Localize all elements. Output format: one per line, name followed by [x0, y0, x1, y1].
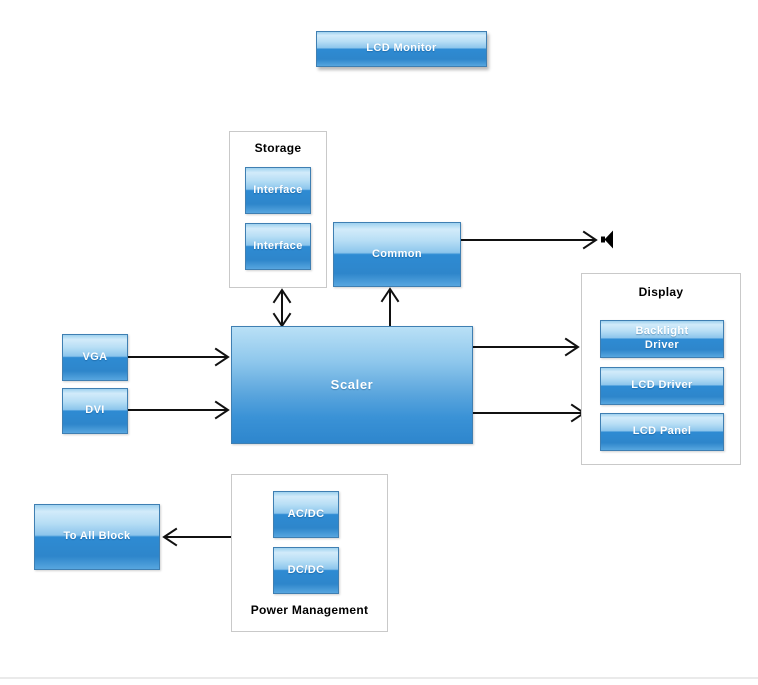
node-acdc[interactable]: AC/DC	[273, 491, 339, 538]
node-lcd-monitor[interactable]: LCD Monitor	[316, 31, 487, 67]
arrow-power-to-allblock	[162, 527, 232, 547]
node-vga[interactable]: VGA	[62, 334, 128, 381]
group-power-management[interactable]: AC/DC DC/DC Power Management	[231, 474, 388, 632]
node-to-all-block[interactable]: To All Block	[34, 504, 160, 570]
node-dvi[interactable]: DVI	[62, 388, 128, 434]
arrow-scaler-to-common	[380, 287, 400, 326]
group-storage[interactable]: Storage Interface Interface	[229, 131, 327, 288]
node-scaler[interactable]: Scaler	[231, 326, 473, 444]
speaker-icon	[601, 230, 613, 249]
arrow-scaler-to-lcdpanel	[473, 403, 586, 423]
group-power-title: Power Management	[250, 603, 369, 617]
group-storage-title: Storage	[254, 141, 302, 155]
arrow-vga-to-scaler	[127, 347, 230, 367]
group-display[interactable]: Display Backlight Driver LCD Driver LCD …	[581, 273, 741, 465]
arrow-scaler-to-backlight	[473, 337, 580, 357]
node-lcd-driver[interactable]: LCD Driver	[600, 367, 724, 405]
node-storage-interface-2[interactable]: Interface	[245, 223, 311, 270]
node-common[interactable]: Common	[333, 222, 461, 287]
bottom-divider	[0, 677, 758, 679]
node-storage-interface-1[interactable]: Interface	[245, 167, 311, 214]
group-display-title: Display	[638, 285, 684, 299]
arrow-storage-scaler-bidirectional	[272, 288, 292, 328]
arrow-common-to-speaker	[460, 230, 598, 250]
node-backlight-driver[interactable]: Backlight Driver	[600, 320, 724, 358]
node-dcdc[interactable]: DC/DC	[273, 547, 339, 594]
node-lcd-panel[interactable]: LCD Panel	[600, 413, 724, 451]
arrow-dvi-to-scaler	[127, 400, 230, 420]
